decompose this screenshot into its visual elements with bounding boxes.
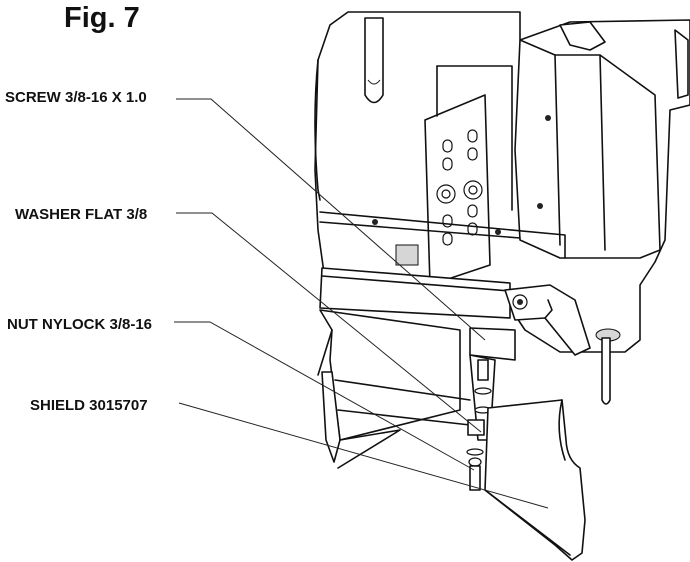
- leader-washer: [176, 212, 482, 433]
- shield-fold: [558, 399, 566, 461]
- skirt-rib-2: [337, 409, 471, 426]
- leader-nut: [174, 321, 475, 471]
- shield-part: [484, 399, 586, 561]
- crossbar-edge: [321, 275, 511, 292]
- callout-label-shield: SHIELD 3015707: [30, 397, 148, 414]
- housing-post-cap: [367, 79, 381, 85]
- top-right-tab: [674, 29, 689, 99]
- callout-label-screw: SCREW 3/8-16 X 1.0: [5, 89, 147, 106]
- rail-bolt-right: [495, 229, 501, 235]
- callout-label-washer: WASHER FLAT 3/8: [15, 206, 148, 223]
- leader-screw: [176, 98, 486, 341]
- bracket-back-frame: [436, 65, 513, 211]
- figure-title: Fig. 7: [64, 2, 140, 34]
- center-hanger: [469, 327, 516, 361]
- motor-block: [514, 39, 661, 259]
- motor-bolt-upper: [545, 115, 551, 121]
- callout-label-nut: NUT NYLOCK 3/8-16: [7, 316, 153, 333]
- housing-post: [364, 17, 384, 104]
- pin-shaft: [601, 337, 611, 405]
- pivot-bolt-center: [517, 299, 523, 305]
- plate-bolt-left-inner: [441, 189, 451, 199]
- motor-block-edge-2: [599, 54, 606, 251]
- motor-bolt-lower: [537, 203, 543, 209]
- rail-bolt-left: [372, 219, 378, 225]
- pivot-clip: [544, 299, 553, 319]
- skirt-point: [317, 329, 333, 376]
- left-lower-foot: [337, 429, 401, 469]
- left-lower-panel: [321, 371, 341, 463]
- shield-bottom-edge: [484, 489, 571, 556]
- skirt-rib: [334, 379, 471, 401]
- lower-skirt: [319, 309, 461, 441]
- motor-block-edge: [554, 54, 561, 246]
- plate-bolt-right-inner: [468, 185, 478, 195]
- top-hook: [559, 21, 606, 51]
- frame-rail: [319, 211, 566, 259]
- housing-shoulder: [314, 59, 321, 201]
- leader-shield: [178, 402, 549, 509]
- decal-patch: [395, 244, 419, 266]
- crossbar: [319, 267, 511, 319]
